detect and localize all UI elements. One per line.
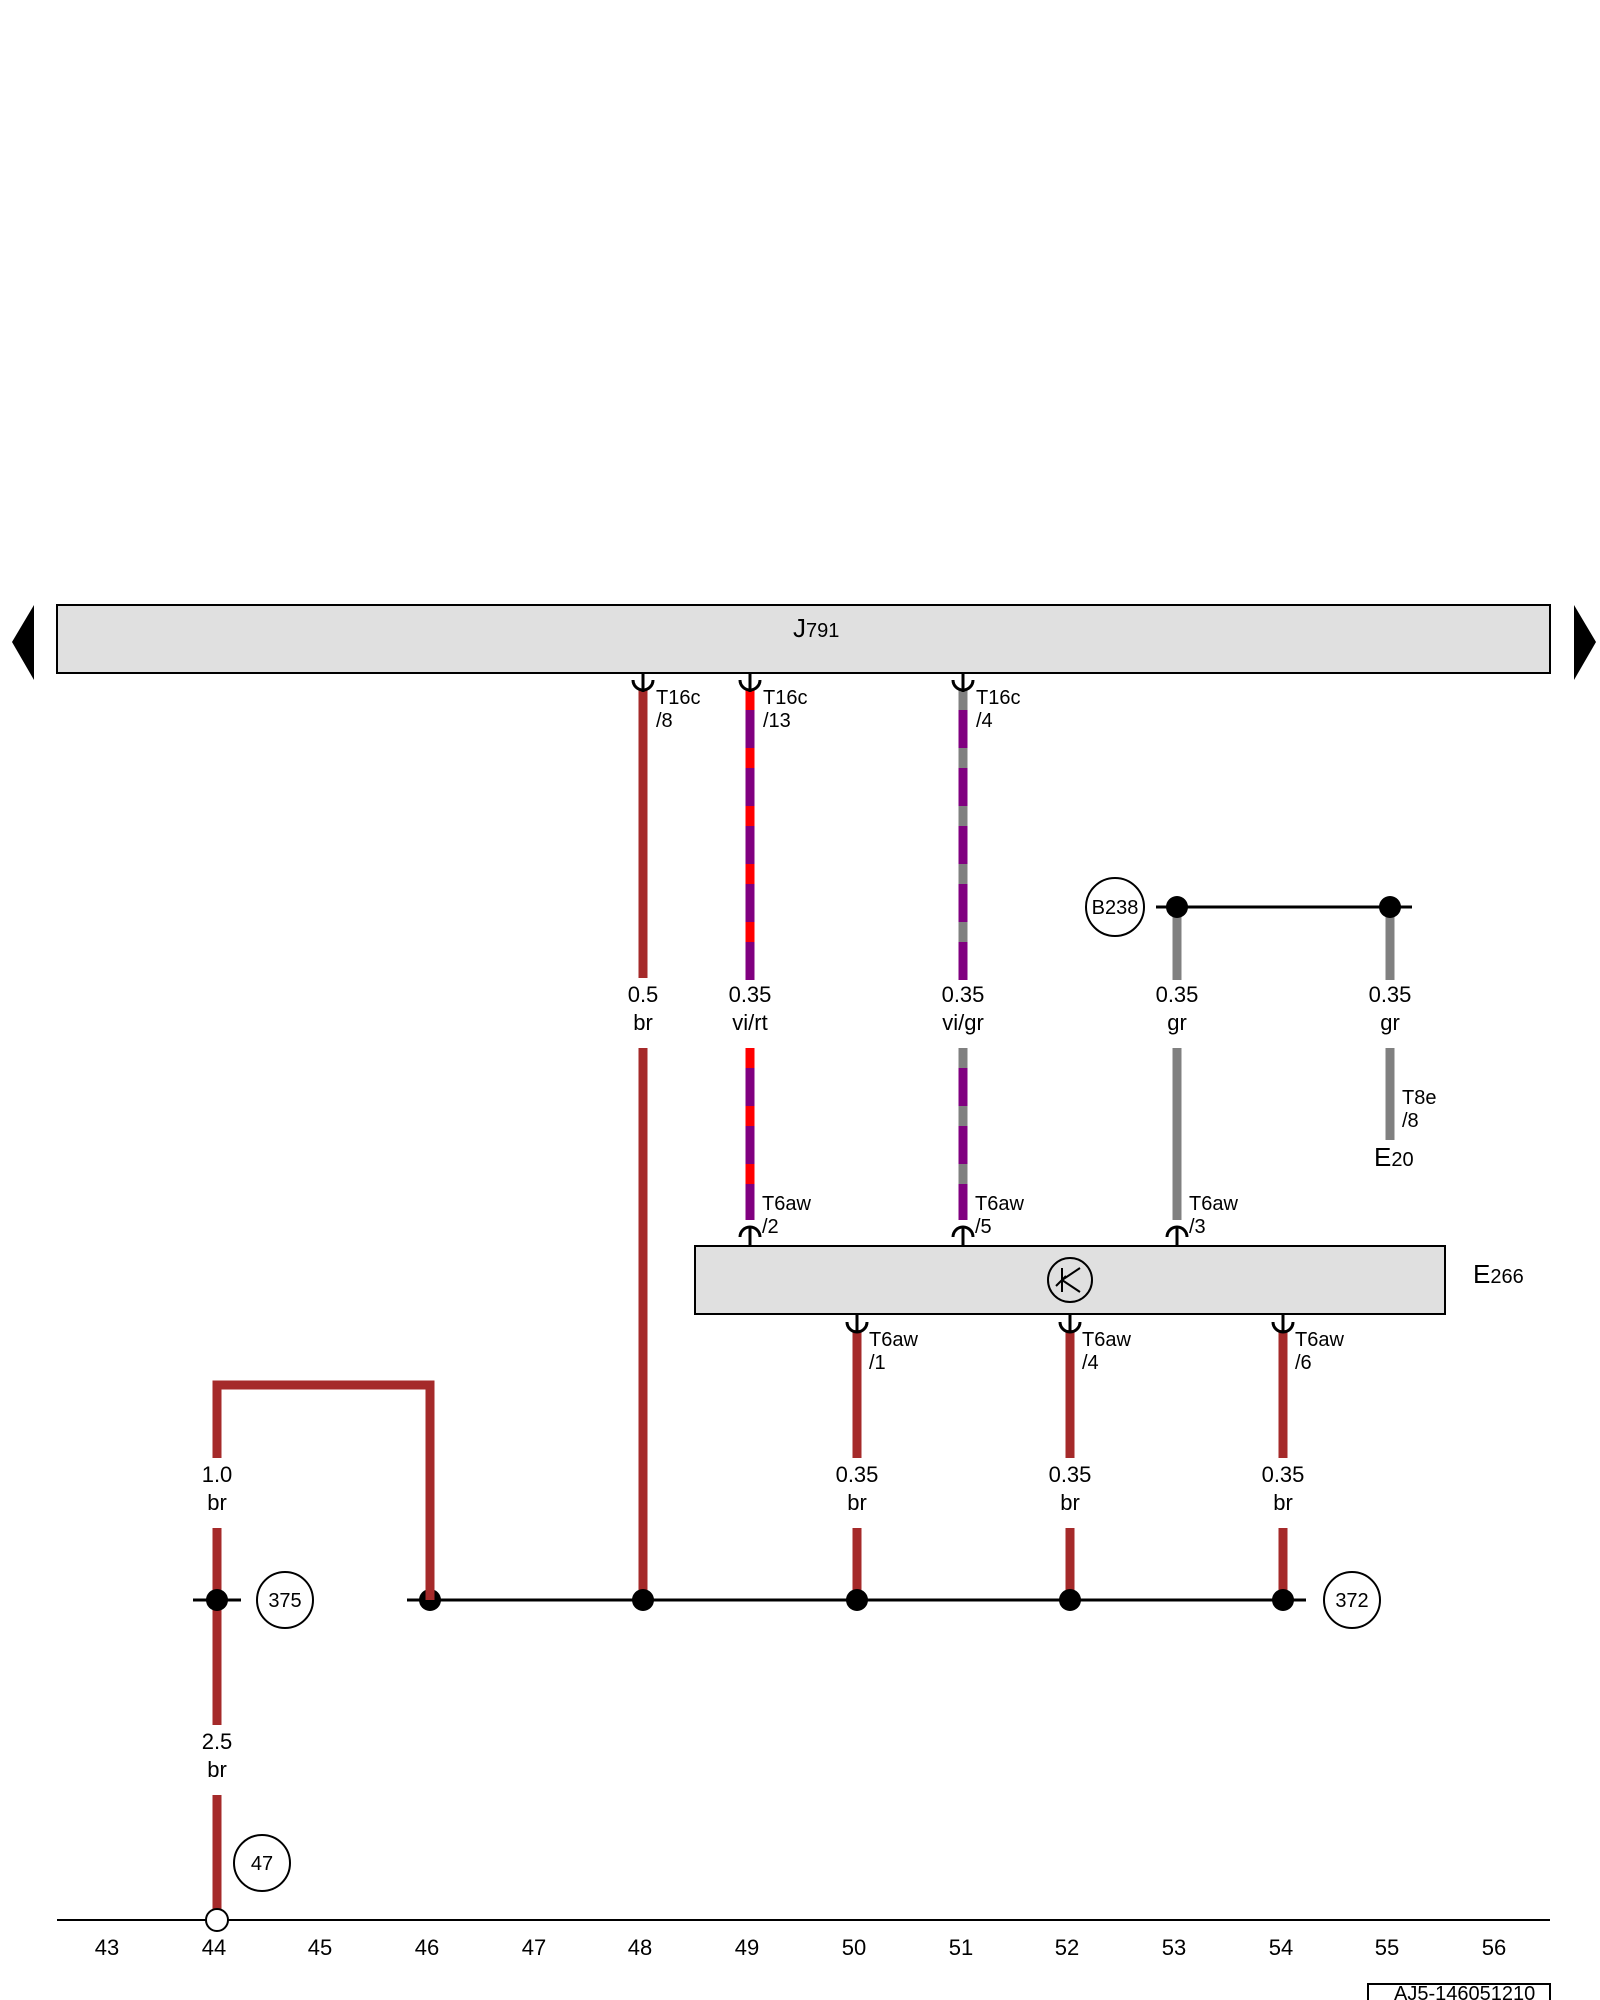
axis-label: 52	[1055, 1935, 1079, 1960]
connector-t6aw-4-icon	[1058, 1314, 1082, 1334]
wire-size-label: 0.35	[1049, 1462, 1092, 1487]
splice-dot	[1379, 896, 1401, 918]
axis-label: 44	[202, 1935, 226, 1960]
previous-page-arrow-icon[interactable]	[12, 605, 34, 680]
pin-number: /6	[1295, 1352, 1312, 1374]
wire-size-label: 0.35	[836, 1462, 879, 1487]
splice-dot	[206, 1589, 228, 1611]
splice-dot	[846, 1589, 868, 1611]
wire-size-label: 0.35	[1156, 982, 1199, 1007]
axis-label: 46	[415, 1935, 439, 1960]
pin-label-t8e: T8e	[1402, 1087, 1436, 1109]
wire-size-label: 0.5	[628, 982, 659, 1007]
wire-color-label: br	[1060, 1490, 1080, 1515]
axis-label: 53	[1162, 1935, 1186, 1960]
wire-size-label: 1.0	[202, 1462, 233, 1487]
c372-circle	[1323, 1571, 1381, 1629]
b238-circle	[1085, 877, 1145, 937]
c47-circle	[233, 1834, 291, 1892]
wire-color-label: br	[1273, 1490, 1293, 1515]
e266-label: E266	[1473, 1259, 1524, 1289]
e20-label: E20	[1374, 1142, 1414, 1172]
pin-label-t6aw: T6aw	[1295, 1329, 1344, 1351]
wire-color-label: gr	[1167, 1010, 1187, 1035]
axis-label: 43	[95, 1935, 119, 1960]
wire-color-label: br	[847, 1490, 867, 1515]
pin-label-t16c: T16c	[763, 687, 807, 709]
axis-label: 49	[735, 1935, 759, 1960]
j791-label: J791	[793, 613, 839, 643]
pin-number: /5	[975, 1216, 992, 1238]
connector-t6aw-2-icon	[738, 1225, 762, 1246]
next-page-arrow-icon[interactable]	[1574, 605, 1596, 680]
connector-t6aw-5-icon	[951, 1225, 975, 1246]
pin-number: /4	[1082, 1352, 1099, 1374]
c375-label: 375	[268, 1590, 301, 1612]
axis-label: 47	[522, 1935, 546, 1960]
pin-number: /1	[869, 1352, 886, 1374]
splice-dot	[632, 1589, 654, 1611]
e266-component-box	[694, 1245, 1446, 1315]
wire-color-label: br	[633, 1010, 653, 1035]
pin-label-t6aw: T6aw	[762, 1193, 811, 1215]
ground-point-icon	[205, 1908, 229, 1932]
axis-label: 51	[949, 1935, 973, 1960]
splice-dot	[1166, 896, 1188, 918]
axis-label: 56	[1482, 1935, 1506, 1960]
c47-label: 47	[251, 1853, 273, 1875]
pin-number: /4	[976, 710, 993, 732]
j791-component-box	[56, 604, 1551, 674]
b238-label: B238	[1092, 897, 1139, 919]
reference-code: AJ5-146051210	[1394, 1983, 1535, 2000]
pin-number: /8	[1402, 1110, 1419, 1132]
reference-box	[1367, 1983, 1551, 2000]
connector-t6aw-6-icon	[1271, 1314, 1295, 1334]
pin-number: /3	[1189, 1216, 1206, 1238]
wire-size-label: 2.5	[202, 1729, 233, 1754]
wire-color-label: br	[207, 1757, 227, 1782]
pin-label-t6aw: T6aw	[1082, 1329, 1131, 1351]
pin-label-t6aw: T6aw	[1189, 1193, 1238, 1215]
c375-circle	[256, 1571, 314, 1629]
wire-size-label: 0.35	[729, 982, 772, 1007]
wire-size-label: 0.35	[1262, 1462, 1305, 1487]
connector-t16c-4-icon	[951, 673, 975, 692]
axis-label: 55	[1375, 1935, 1399, 1960]
splice-dot	[1059, 1589, 1081, 1611]
connector-t16c-8-icon	[631, 673, 655, 692]
pin-number: /8	[656, 710, 673, 732]
axis-label: 50	[842, 1935, 866, 1960]
axis-label: 45	[308, 1935, 332, 1960]
wire-size-label: 0.35	[942, 982, 985, 1007]
c372-label: 372	[1335, 1590, 1368, 1612]
wire-color-label: gr	[1380, 1010, 1400, 1035]
pin-label-t6aw: T6aw	[975, 1193, 1024, 1215]
pin-number: /13	[763, 710, 791, 732]
wire-size-label: 0.35	[1369, 982, 1412, 1007]
splice-dot	[1272, 1589, 1294, 1611]
wire-46-loop	[212, 1380, 435, 1600]
connector-t16c-13-icon	[738, 673, 762, 692]
axis-labels: 43 44 45 46 47 48 49 50 51 52 53 54 55 5…	[95, 1935, 1506, 1960]
pin-label-t6aw: T6aw	[869, 1329, 918, 1351]
light-sensor-icon	[1047, 1257, 1093, 1303]
connector-t6aw-1-icon	[845, 1314, 869, 1334]
axis-label: 48	[628, 1935, 652, 1960]
pin-label-t16c: T16c	[656, 687, 700, 709]
wire-color-label: br	[207, 1490, 227, 1515]
pin-number: /2	[762, 1216, 779, 1238]
wire-color-label: vi/rt	[732, 1010, 767, 1035]
axis-label: 54	[1269, 1935, 1293, 1960]
pin-label-t16c: T16c	[976, 687, 1020, 709]
connector-t6aw-3-icon	[1165, 1225, 1189, 1246]
wire-color-label: vi/gr	[942, 1010, 984, 1035]
